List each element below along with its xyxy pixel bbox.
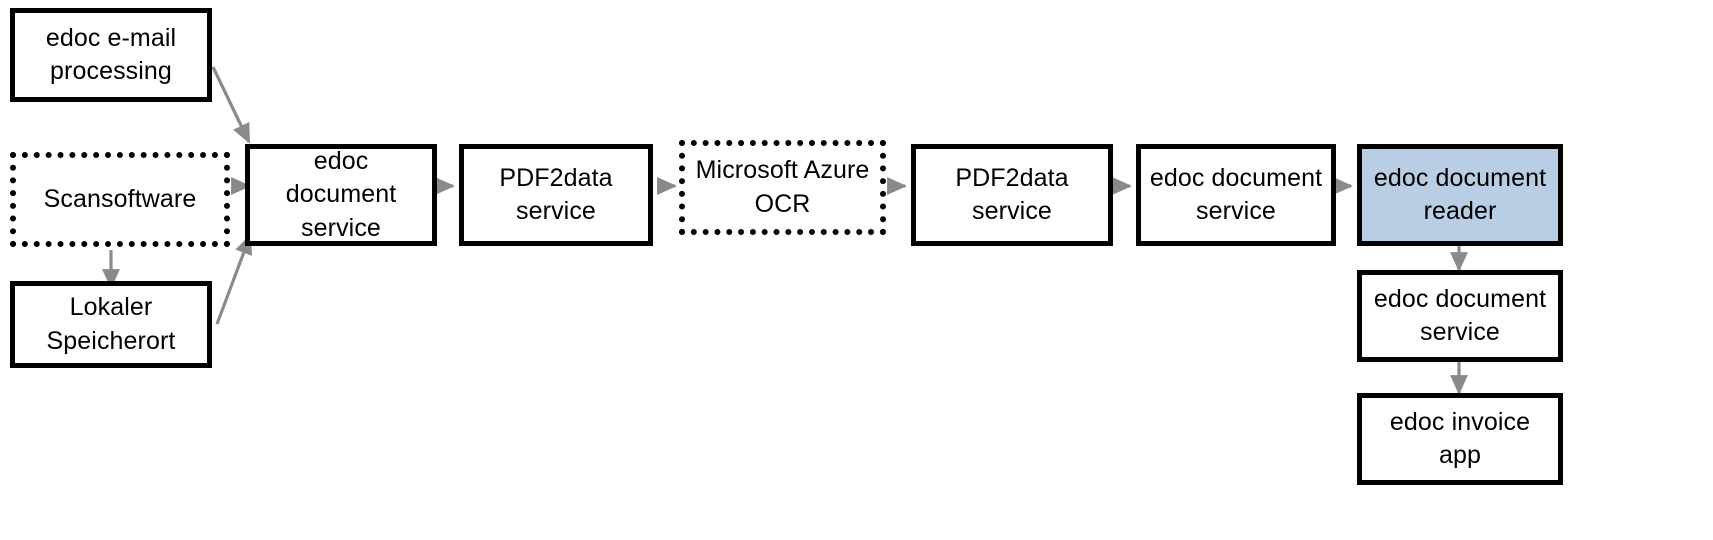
edge-email-to-docservice <box>211 66 251 144</box>
node-edoc-document-service-1[interactable]: edoc document service <box>245 144 437 246</box>
node-label: PDF2data service <box>499 163 613 225</box>
edge-lokaler-to-docservice <box>215 234 253 325</box>
node-pdf2data-service-1[interactable]: PDF2data service <box>459 144 653 246</box>
node-pdf2data-service-2[interactable]: PDF2data service <box>911 144 1113 246</box>
node-lokaler-speicherort[interactable]: Lokaler Speicherort <box>10 281 212 368</box>
node-edoc-document-service-2[interactable]: edoc document service <box>1136 144 1336 246</box>
node-edoc-email-processing[interactable]: edoc e-mail processing <box>10 8 212 102</box>
node-label: Microsoft Azure OCR <box>695 156 870 218</box>
node-scansoftware[interactable]: Scansoftware <box>10 152 230 247</box>
node-label: edoc document service <box>1149 163 1323 225</box>
node-edoc-document-reader[interactable]: edoc document reader <box>1357 144 1563 246</box>
node-label: Scansoftware <box>43 184 197 213</box>
node-edoc-document-service-3[interactable]: edoc document service <box>1357 270 1563 362</box>
node-microsoft-azure-ocr[interactable]: Microsoft Azure OCR <box>679 140 886 235</box>
node-label: edoc document service <box>1373 284 1547 346</box>
node-edoc-invoice-app[interactable]: edoc invoice app <box>1357 393 1563 485</box>
node-label: Lokaler Speicherort <box>46 293 176 355</box>
node-label: edoc document reader <box>1373 163 1547 225</box>
node-label: edoc invoice app <box>1389 407 1531 469</box>
node-label: PDF2data service <box>955 163 1069 225</box>
node-label: edoc e-mail processing <box>45 23 177 85</box>
node-label: edoc document service <box>285 147 397 242</box>
